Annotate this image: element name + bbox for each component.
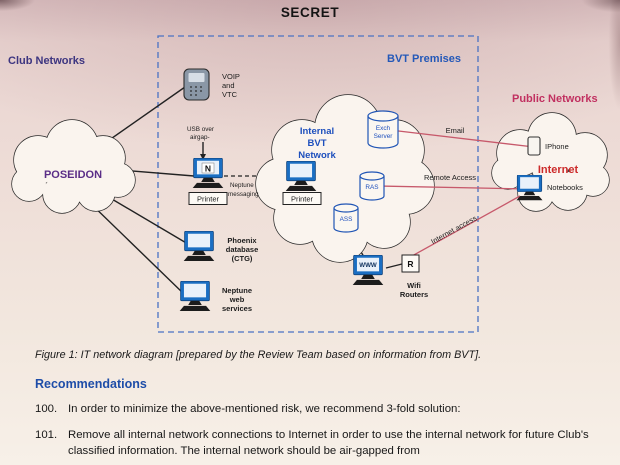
computer-icon [285, 161, 317, 192]
paragraph-number: 100. [35, 403, 58, 415]
wifi-routers-label-1: Wifi [407, 281, 421, 290]
classification-banner: SECRET [280, 5, 340, 20]
computer-icon [183, 231, 215, 262]
database-cylinder [367, 116, 399, 149]
usb-airgap-label-1: USB over [187, 126, 214, 133]
paragraph-number: 101. [35, 429, 58, 441]
voip-label-3: VTC [222, 90, 238, 99]
poseidon-cloud [11, 119, 136, 214]
n-workstation-letter: N [205, 164, 211, 174]
www-server: WWW [352, 255, 384, 286]
phoenix-label-3: (CTG) [232, 254, 253, 263]
notebooks-label: Notebooks [547, 183, 583, 192]
internal-bvt-label-3: Network [298, 150, 336, 161]
computer-icon [179, 281, 211, 312]
computer-icon [516, 175, 543, 201]
internal-bvt-label-1: Internal [300, 126, 334, 137]
voip-label-2: and [222, 81, 235, 90]
phoenix-database: Phoenix database (CTG) [183, 231, 259, 263]
internet-cloud [491, 112, 610, 212]
usb-airgap-label-2: airgap- [190, 134, 210, 141]
edge-poseidon-phoenix [99, 191, 189, 245]
edge-poseidon-neptune-web [84, 197, 185, 295]
computer-icon [352, 255, 384, 286]
recommendations-heading: Recommendations [35, 377, 147, 391]
usb-airgap-arrow-head [200, 154, 206, 160]
figure-caption: Figure 1: IT network diagram [prepared b… [35, 349, 482, 361]
n-badge [201, 162, 215, 174]
paragraph-100: 100. In order to minimize the above-ment… [35, 402, 601, 418]
neptune-messaging-label-1: Neptune [230, 182, 254, 189]
internet-access-link-label: Internet access [429, 213, 478, 246]
ras-label: RAS [365, 184, 378, 191]
iphone-device: IPhone [527, 136, 569, 156]
poseidon-label: POSEIDON [44, 169, 102, 181]
ass-server: ASS [333, 203, 359, 233]
exch-server: Exch Server [367, 110, 399, 149]
database-cylinder-top [359, 171, 385, 181]
database-cylinder [333, 208, 359, 233]
paragraph-101: 101. Remove all internal network connect… [35, 428, 601, 460]
iphone-label: IPhone [545, 142, 569, 151]
database-cylinder [359, 176, 385, 201]
wifi-routers-label-2: Routers [400, 290, 428, 299]
router-letter: R [407, 259, 413, 269]
edge-remote-access [377, 185, 529, 190]
edge-internet-access [411, 195, 521, 257]
voip-device-screen [188, 73, 205, 82]
zone-bvt-premises: BVT Premises [387, 53, 461, 65]
email-link-label: Email [446, 126, 465, 135]
neptune-web-label-3: services [222, 304, 252, 313]
neptune-web-label-2: web [229, 295, 245, 304]
paragraph-text: Remove all internal network connections … [68, 429, 589, 457]
wifi-router: R Wifi Routers [400, 254, 428, 299]
voip-device-keys [190, 86, 202, 96]
external-links [377, 129, 535, 257]
paragraph-text: In order to minimize the above-mentioned… [68, 403, 461, 415]
printer-label-box [188, 192, 228, 205]
internal-bvt-label-2: BVT [308, 138, 327, 149]
edge-www-router [385, 263, 403, 269]
edge-email [389, 129, 535, 148]
zone-club-networks: Club Networks [8, 55, 85, 67]
bvt-workstation: Printer [282, 161, 322, 205]
voip-device: VOIP and VTC [183, 68, 240, 101]
internal-bvt-cloud [255, 94, 435, 263]
network-diagram: Club Networks BVT Premises Public Networ… [8, 35, 610, 333]
neptune-web-services: Neptune web services [179, 281, 252, 313]
exch-server-label-2: Server [374, 133, 394, 140]
ras-server: RAS [359, 171, 385, 201]
voip-label-1: VOIP [222, 72, 240, 81]
www-label: WWW [359, 262, 377, 269]
database-cylinder-top [367, 110, 399, 122]
club-workstation: N Printer [188, 158, 228, 205]
club-network-links [84, 86, 403, 295]
printer-club-label: Printer [197, 195, 220, 204]
remote-access-link-label: Remote Access [424, 173, 476, 182]
phoenix-label-2: database [226, 245, 259, 254]
internet-label: Internet [538, 164, 579, 176]
iphone-icon [527, 136, 541, 156]
printer-bvt-label: Printer [291, 195, 314, 204]
database-cylinder-top [333, 203, 359, 213]
ass-label: ASS [340, 216, 353, 223]
exch-server-label-1: Exch [376, 125, 391, 132]
printer-label-box [282, 192, 322, 205]
neptune-messaging-label-2: messaging [228, 191, 259, 198]
bvt-premises-border [157, 35, 479, 333]
neptune-web-label-1: Neptune [222, 286, 252, 295]
zone-public-networks: Public Networks [512, 93, 598, 105]
phoenix-label-1: Phoenix [227, 236, 257, 245]
router-box [401, 254, 420, 273]
notebooks-device: Notebooks [516, 175, 583, 201]
